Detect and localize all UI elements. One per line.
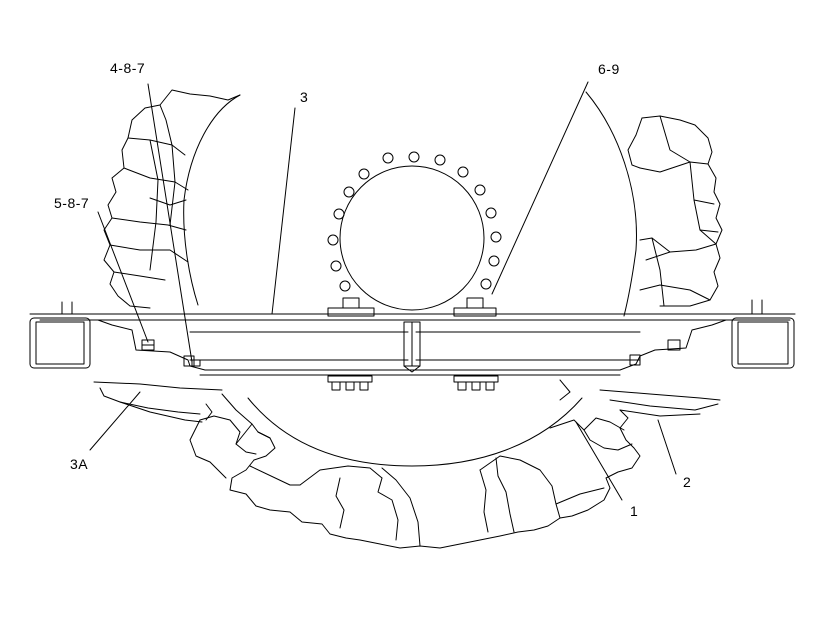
callout-3a: 3A: [70, 456, 89, 472]
leader-line-5-8-7: [97, 211, 149, 343]
upper-mounts: [327, 297, 497, 317]
frame-fasteners: [141, 339, 681, 367]
lower-guard-right: [559, 379, 721, 417]
leader-line-2: [657, 419, 677, 475]
track-shoe-left: [103, 89, 241, 309]
leader-line-4-8-7: [147, 83, 193, 363]
callout-4-8-7: 4-8-7: [110, 60, 146, 76]
callout-1: 1: [630, 503, 639, 519]
frame-beam: [29, 299, 796, 376]
idler-wheel: [327, 151, 502, 311]
idler-lower-arc: [247, 397, 583, 467]
leader-line-3a: [89, 391, 141, 451]
track-shoe-right: [585, 91, 723, 317]
leader-line-3: [271, 107, 296, 315]
callout-3: 3: [300, 89, 309, 105]
callout-5-8-7: 5-8-7: [54, 195, 90, 211]
lower-guard-left: [93, 381, 223, 423]
leader-line-6-9: [491, 81, 589, 295]
track-shoes-bottom: [189, 393, 641, 549]
lower-bolts: [327, 375, 499, 391]
callout-2: 2: [683, 474, 692, 490]
leader-line-1: [575, 421, 623, 501]
end-blocks: [29, 317, 795, 369]
callout-6-9: 6-9: [598, 61, 620, 77]
